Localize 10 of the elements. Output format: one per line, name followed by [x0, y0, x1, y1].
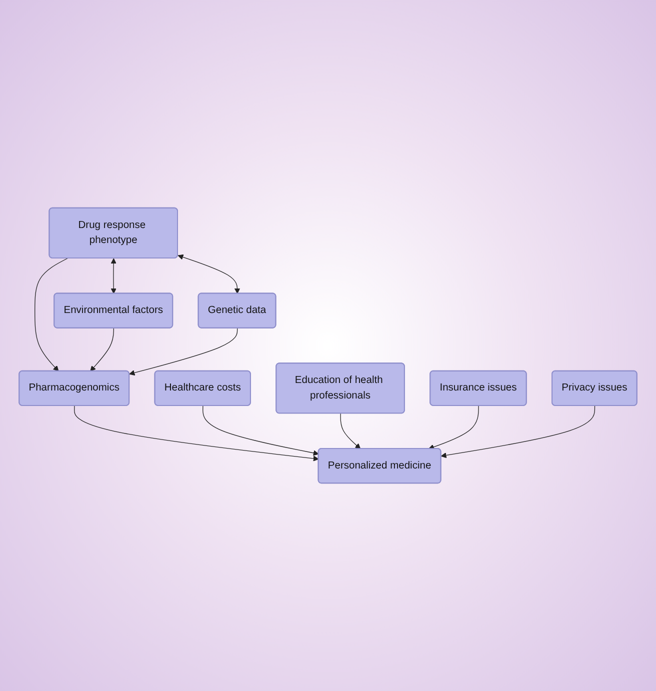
- arrow: [202, 405, 319, 456]
- arrow: [340, 413, 361, 450]
- arrow: [90, 328, 114, 372]
- arrow: [34, 258, 68, 372]
- arrow: [428, 405, 479, 450]
- arrow: [74, 405, 319, 462]
- arrow: [178, 254, 240, 294]
- arrow: [110, 258, 116, 294]
- arrow: [129, 328, 238, 376]
- arrow: [440, 405, 596, 458]
